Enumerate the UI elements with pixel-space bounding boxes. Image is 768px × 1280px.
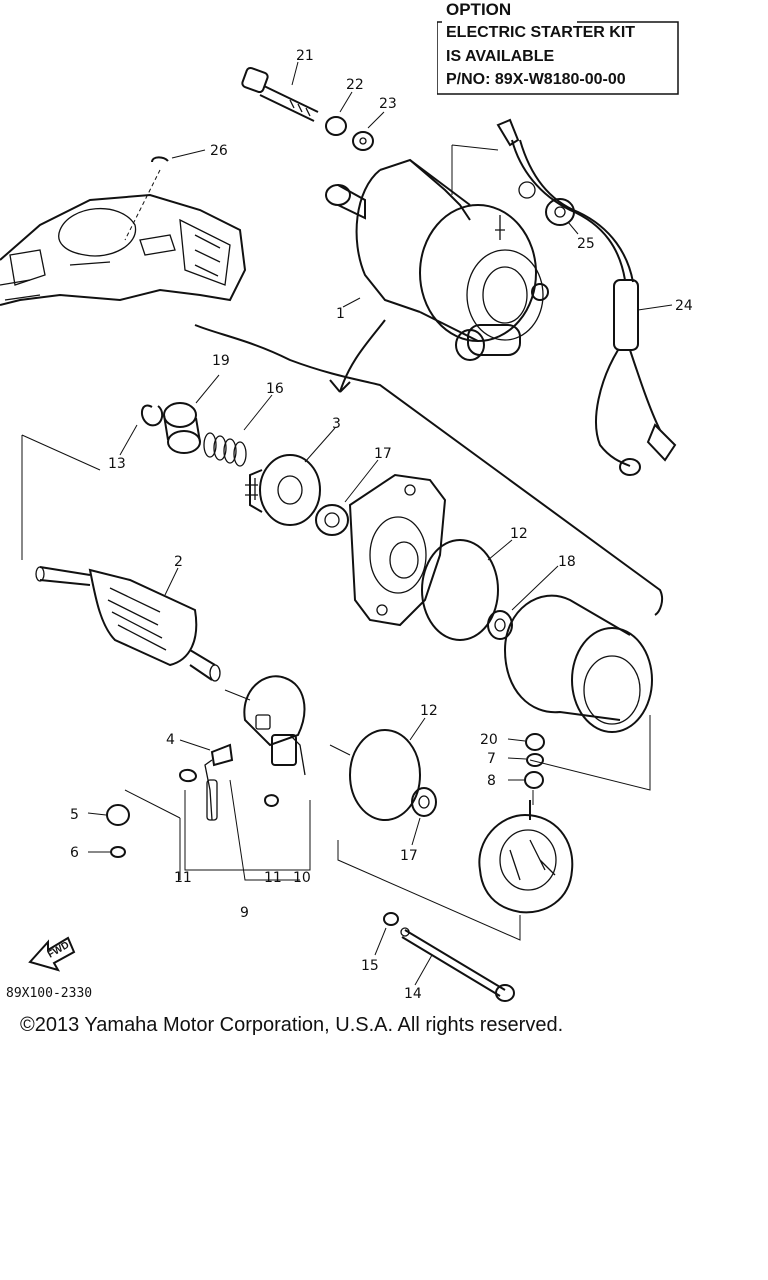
callout-25: 25	[577, 236, 595, 252]
callout-12-upper: 12	[510, 526, 528, 542]
nut-7	[526, 753, 544, 767]
callout-22: 22	[346, 77, 364, 93]
callout-18: 18	[558, 554, 576, 570]
washer-6	[110, 846, 126, 858]
callout-24: 24	[675, 298, 693, 314]
fwd-label: FWD	[46, 940, 71, 961]
callout-26: 26	[210, 143, 228, 159]
engine-block	[0, 193, 247, 306]
option-line-kit: ELECTRIC STARTER KIT	[446, 24, 636, 41]
callout-14: 14	[404, 986, 422, 1002]
rear-cover	[478, 800, 574, 914]
washer-11-right	[263, 794, 280, 807]
brush-4	[204, 743, 234, 821]
option-title: OPTION	[446, 0, 512, 19]
washer-23	[352, 131, 374, 151]
collar-19	[163, 402, 201, 454]
callout-16: 16	[266, 381, 284, 397]
option-box-border	[437, 21, 679, 95]
washer-18	[487, 610, 513, 640]
spring-16	[203, 432, 247, 467]
callout-19: 19	[212, 353, 230, 369]
callout-21: 21	[296, 48, 314, 64]
drawing-code: 89X100-2330	[6, 986, 93, 1001]
cap-20	[525, 733, 545, 751]
callout-3: 3	[332, 416, 341, 432]
washer-17-upper	[315, 504, 349, 536]
through-bolt-14	[400, 927, 515, 1002]
option-line-available: IS AVAILABLE	[446, 48, 555, 65]
callout-7: 7	[487, 751, 496, 767]
brush-plate	[243, 675, 306, 776]
callout-23: 23	[379, 96, 397, 112]
callout-17-upper: 17	[374, 446, 392, 462]
callout-10: 10	[293, 870, 311, 886]
callout-13: 13	[108, 456, 126, 472]
yoke-housing	[504, 594, 653, 733]
nut-25	[545, 198, 575, 226]
washer-17-lower	[411, 787, 437, 817]
copyright-notice: ©2013 Yamaha Motor Corporation, U.S.A. A…	[20, 1014, 564, 1036]
bolt-21	[241, 66, 319, 122]
armature-2	[35, 566, 221, 682]
callout-1: 1	[336, 306, 345, 322]
clutch-3	[245, 454, 321, 526]
callout-20: 20	[480, 732, 498, 748]
o-ring-12-upper	[421, 539, 499, 641]
washer-22	[325, 116, 347, 136]
o-ring-12-lower	[349, 729, 421, 821]
washer-8	[524, 771, 544, 789]
washer-15	[383, 912, 399, 926]
option-line-part-number: P/NO: 89X-W8180-00-00	[446, 71, 626, 88]
fwd-arrow-icon: FWD	[28, 936, 76, 972]
washer-11-left	[178, 768, 198, 783]
callout-8: 8	[487, 773, 496, 789]
front-cover	[348, 473, 447, 627]
circlip-13	[141, 404, 164, 427]
callout-11-right: 11	[264, 870, 282, 886]
callout-11-left: 11	[174, 870, 192, 886]
starter-cable-24	[496, 118, 677, 476]
callout-17-lower: 17	[400, 848, 418, 864]
callout-2: 2	[174, 554, 183, 570]
callout-15: 15	[361, 958, 379, 974]
callout-5: 5	[70, 807, 79, 823]
starter-motor-exploded-diagram: FWD 21 22 23 26 25 24 1 19 16 3 17 13 12…	[0, 48, 693, 1002]
callout-4: 4	[166, 732, 175, 748]
callout-9: 9	[240, 905, 249, 921]
callout-12-lower: 12	[420, 703, 438, 719]
nut-5	[106, 804, 130, 826]
clip-26	[151, 156, 169, 163]
callout-6: 6	[70, 845, 79, 861]
starter-motor-assembly	[325, 158, 549, 361]
